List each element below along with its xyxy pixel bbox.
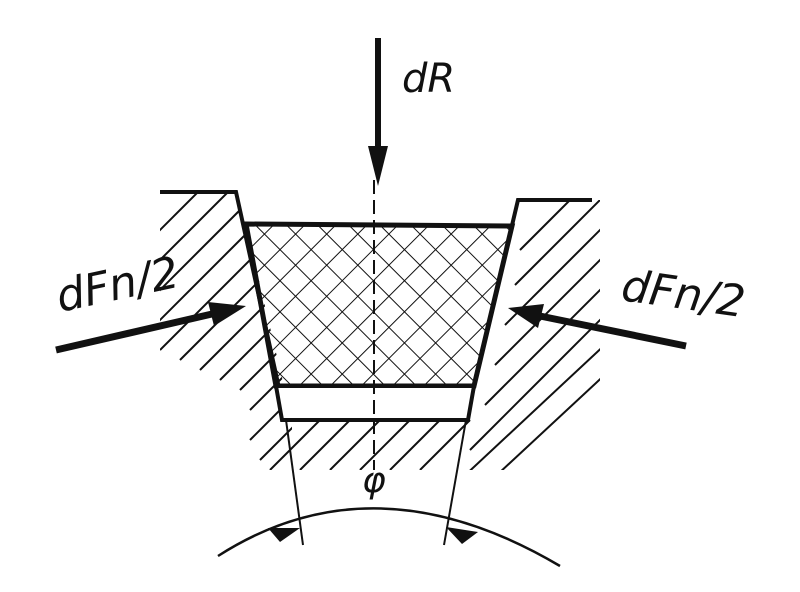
left-extension-line [285, 419, 304, 546]
angle-arrowhead-left [268, 528, 300, 542]
right-extension-line [443, 419, 467, 546]
pulley-arc [217, 507, 561, 568]
force-arrow-left [55, 302, 246, 354]
force-arrow-dR [368, 38, 388, 186]
groove-floor-hatching [269, 420, 471, 470]
angle-arrowhead-right [446, 527, 478, 544]
force-arrow-right [508, 304, 687, 350]
label-left-force: dFn/2 [52, 247, 184, 323]
label-right-force: dFn/2 [618, 260, 748, 328]
label-dR: dR [402, 56, 455, 102]
belt-cross-section [242, 221, 516, 389]
label-angle-phi: φ [362, 460, 386, 501]
